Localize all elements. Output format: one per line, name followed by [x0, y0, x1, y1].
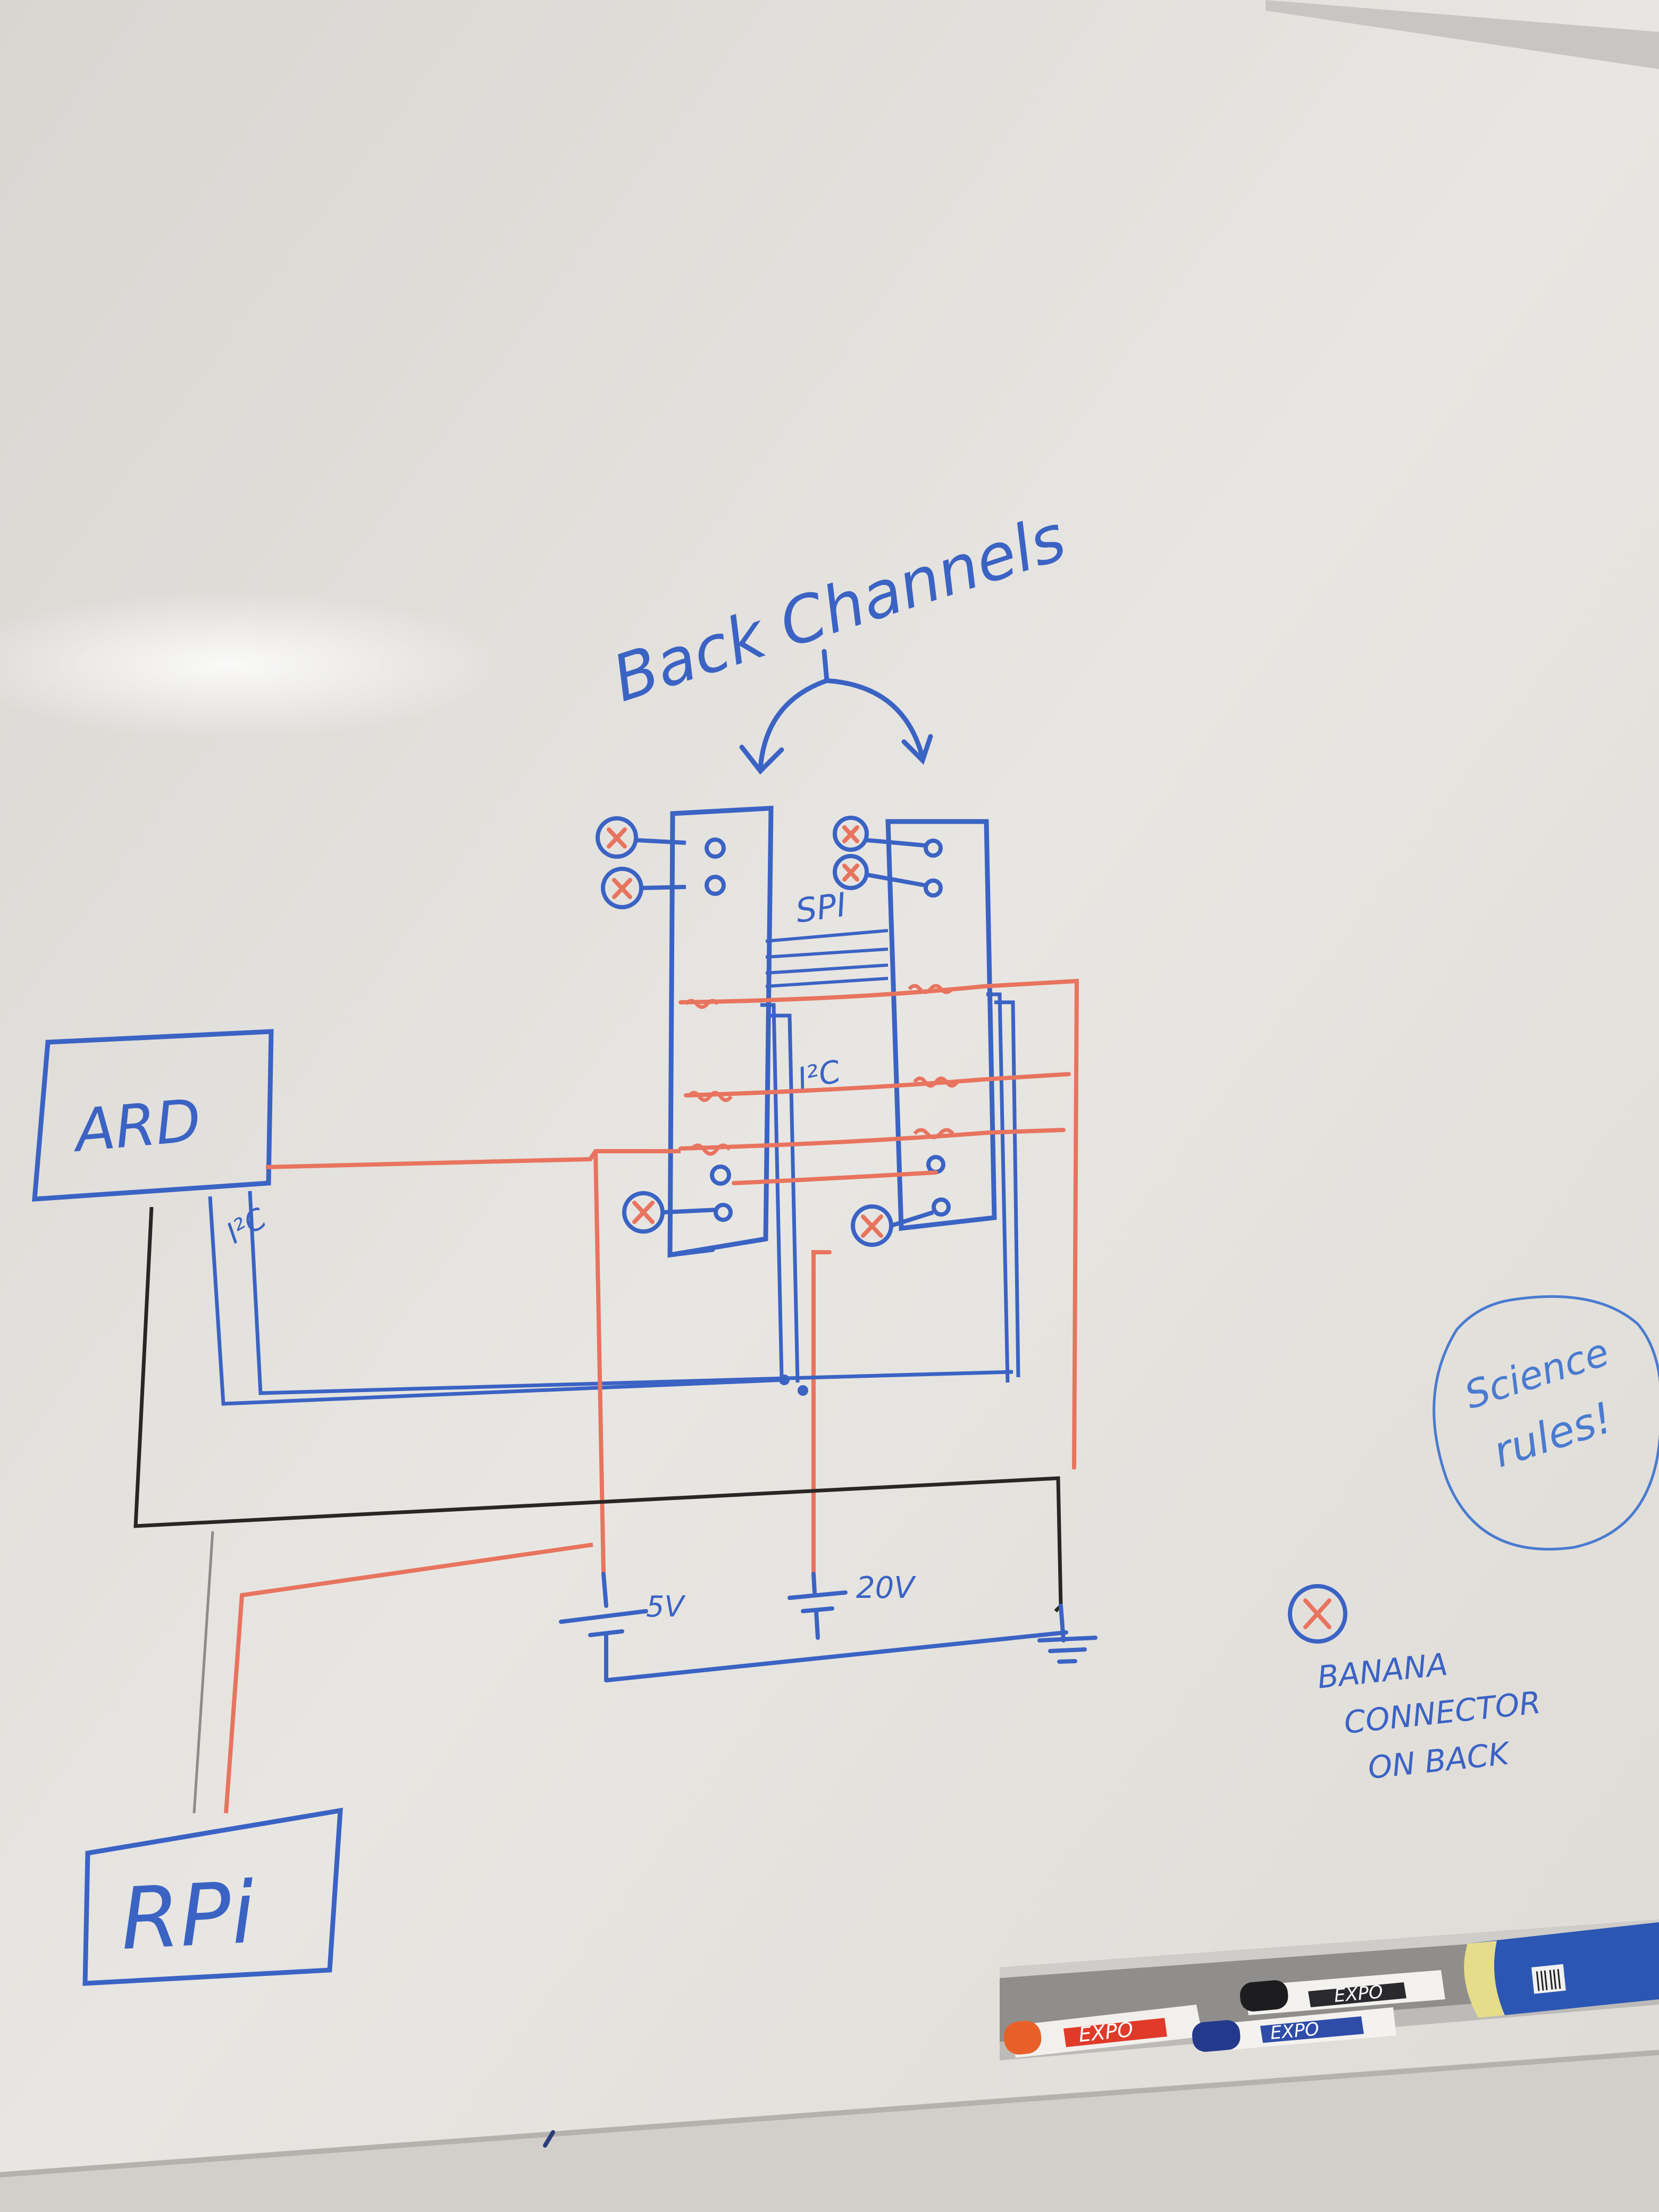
back-channels-arrows	[739, 649, 933, 775]
battery-5v	[559, 1572, 1068, 1682]
light-glare	[0, 590, 505, 739]
marker-orange-brand: EXPO	[1077, 2017, 1134, 2047]
supply-20v-label: 20V	[856, 1571, 916, 1605]
channel-board-left	[667, 806, 774, 1258]
rpi-ground-wire	[192, 1531, 214, 1814]
board-frame-edge	[0, 2050, 1659, 2177]
stray-mark	[543, 2130, 555, 2148]
marker-black-brand: EXPO	[1333, 1981, 1384, 2007]
arduino-box	[32, 1029, 274, 1202]
board-frame-bottom	[0, 2052, 1659, 2212]
rpi-label: RPi	[118, 1863, 257, 1969]
science-rules-bubble	[1432, 1295, 1659, 1551]
rail-squiggles	[684, 984, 959, 1156]
spi-label: SPI	[793, 885, 849, 931]
marker-blue-brand: EXPO	[1269, 2018, 1320, 2044]
arduino-power-wire	[265, 1149, 681, 1169]
marker-blue: EXPO	[1192, 2007, 1396, 2052]
i2c-bus-internal	[760, 992, 1020, 1383]
bus-junctions	[779, 1375, 808, 1396]
legend-banana-icon	[1288, 1584, 1347, 1644]
rpi-box	[82, 1807, 343, 1986]
rpi-power-wire	[224, 1543, 593, 1814]
banana-connectors	[596, 816, 934, 1247]
arduino-i2c-wires	[208, 1191, 1013, 1406]
channel-board-right	[885, 819, 997, 1231]
battery-20v	[787, 1572, 848, 1640]
eraser	[1464, 1922, 1659, 2018]
ground-symbol	[1037, 1604, 1097, 1664]
supply-5v-label: 5V	[646, 1590, 686, 1623]
board-frame-top	[1266, 0, 1659, 69]
spi-bus	[765, 929, 889, 988]
arduino-label: ARD	[69, 1086, 204, 1166]
connector-holes	[705, 837, 951, 1222]
marker-orange: EXPO	[1003, 2005, 1203, 2058]
marker-black: EXPO	[1240, 1970, 1445, 2015]
